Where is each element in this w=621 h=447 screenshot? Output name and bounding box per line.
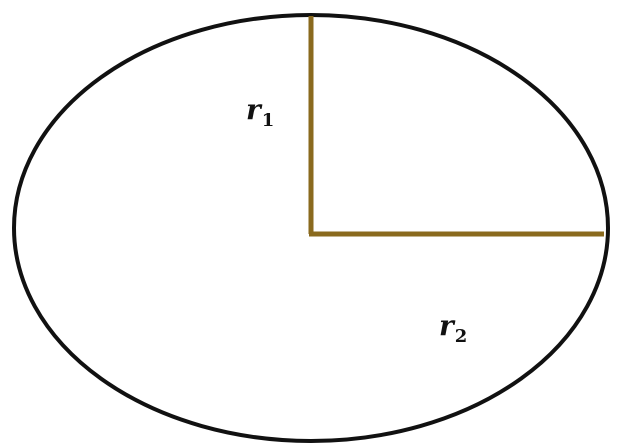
- label-r1-subscript: 1: [262, 110, 275, 131]
- label-r1-symbol: r: [246, 93, 263, 126]
- label-r2: r2: [439, 309, 467, 347]
- ellipse-outline: [12, 13, 610, 443]
- label-r2-symbol: r: [439, 309, 456, 342]
- label-r2-subscript: 2: [455, 326, 468, 347]
- label-r1: r1: [246, 93, 274, 131]
